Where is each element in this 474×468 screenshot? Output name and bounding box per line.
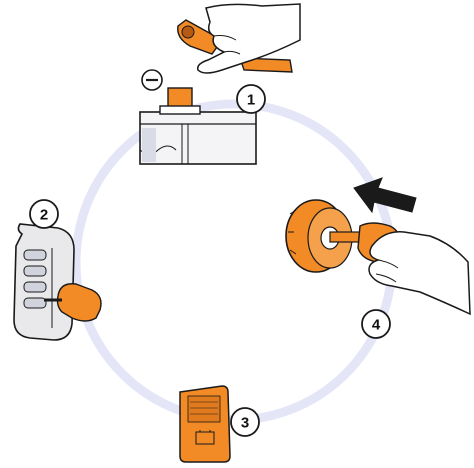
step-4-number: 4 — [372, 317, 381, 334]
step-4-illustration: 4 — [286, 178, 470, 338]
step-3-number: 3 — [241, 415, 249, 432]
step-3-illustration: 3 — [180, 386, 259, 462]
step-1-number: 1 — [247, 92, 255, 109]
battery-card-icon — [180, 386, 230, 462]
step-2-number: 2 — [40, 207, 48, 224]
step-1-illustration: 1 — [140, 4, 300, 164]
step-1-badge: 1 — [237, 85, 265, 113]
step-4-badge: 4 — [362, 310, 390, 338]
step-2-illustration: 2 — [14, 200, 101, 340]
step-3-badge: 3 — [231, 408, 259, 436]
hand-with-clamp-icon — [178, 4, 300, 73]
step-2-badge: 2 — [30, 200, 58, 228]
negative-terminal-icon — [142, 70, 162, 90]
